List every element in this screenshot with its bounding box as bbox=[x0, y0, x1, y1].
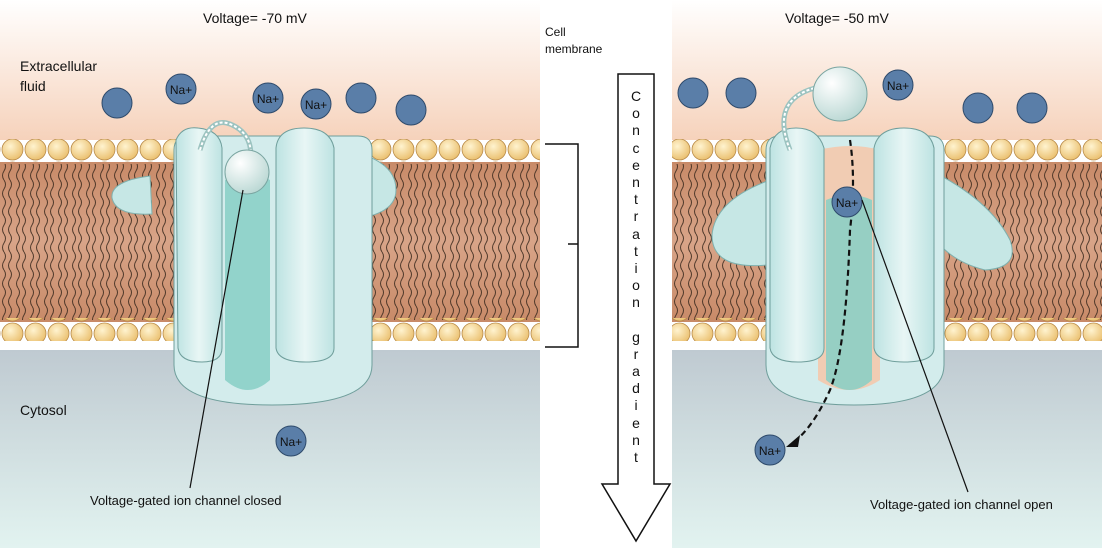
sodium-ion bbox=[300, 88, 332, 120]
sodium-ion bbox=[831, 186, 863, 218]
open-channel-label: Voltage-gated ion channel open bbox=[870, 497, 1053, 512]
cell-membrane-label: Cell membrane bbox=[545, 24, 602, 58]
sodium-ion bbox=[165, 73, 197, 105]
left-voltage-label: Voltage= -70 mV bbox=[203, 10, 307, 26]
sodium-ion bbox=[725, 77, 757, 109]
inactivation-gate-ball bbox=[224, 149, 270, 195]
right-panel: Na+ Na+ Na+ bbox=[672, 0, 1102, 548]
sodium-ion bbox=[395, 94, 427, 126]
sodium-ion bbox=[882, 69, 914, 101]
closed-channel-label: Voltage-gated ion channel closed bbox=[90, 493, 282, 508]
inactivation-gate-ball bbox=[812, 66, 868, 122]
extracellular-label-line2: fluid bbox=[20, 78, 46, 94]
callout-line bbox=[861, 199, 969, 493]
sodium-ion bbox=[275, 425, 307, 457]
ion-label: Na+ bbox=[305, 98, 327, 112]
cell-membrane-line1: Cell bbox=[545, 25, 566, 39]
ion-label: Na+ bbox=[836, 196, 858, 210]
sodium-ion bbox=[677, 77, 709, 109]
ion-label: Na+ bbox=[257, 92, 279, 106]
membrane-bracket bbox=[545, 143, 579, 348]
sodium-ion bbox=[101, 87, 133, 119]
extracellular-fluid bbox=[0, 0, 540, 140]
right-voltage-label: Voltage= -50 mV bbox=[785, 10, 889, 26]
sodium-ion bbox=[962, 92, 994, 124]
ion-channel-closed bbox=[111, 120, 397, 406]
sodium-ion bbox=[252, 82, 284, 114]
concentration-gradient-arrow bbox=[600, 73, 672, 543]
ion-channel-open bbox=[711, 66, 1013, 406]
ion-flow-path bbox=[789, 139, 855, 446]
extracellular-label-line1: Extracellular bbox=[20, 58, 98, 74]
sodium-ion bbox=[345, 82, 377, 114]
ion-flow-arrowhead bbox=[786, 435, 800, 447]
sodium-ion bbox=[754, 434, 786, 466]
callout-line bbox=[189, 189, 244, 489]
cytosol-label: Cytosol bbox=[20, 402, 67, 418]
ion-label: Na+ bbox=[280, 435, 302, 449]
left-panel: Na+ Na+ Na+ Na+ bbox=[0, 0, 579, 548]
sodium-ion bbox=[1016, 92, 1048, 124]
cell-membrane-line2: membrane bbox=[545, 42, 603, 56]
ion-label: Na+ bbox=[170, 83, 192, 97]
ion-label: Na+ bbox=[759, 444, 781, 458]
ion-label: Na+ bbox=[887, 79, 909, 93]
